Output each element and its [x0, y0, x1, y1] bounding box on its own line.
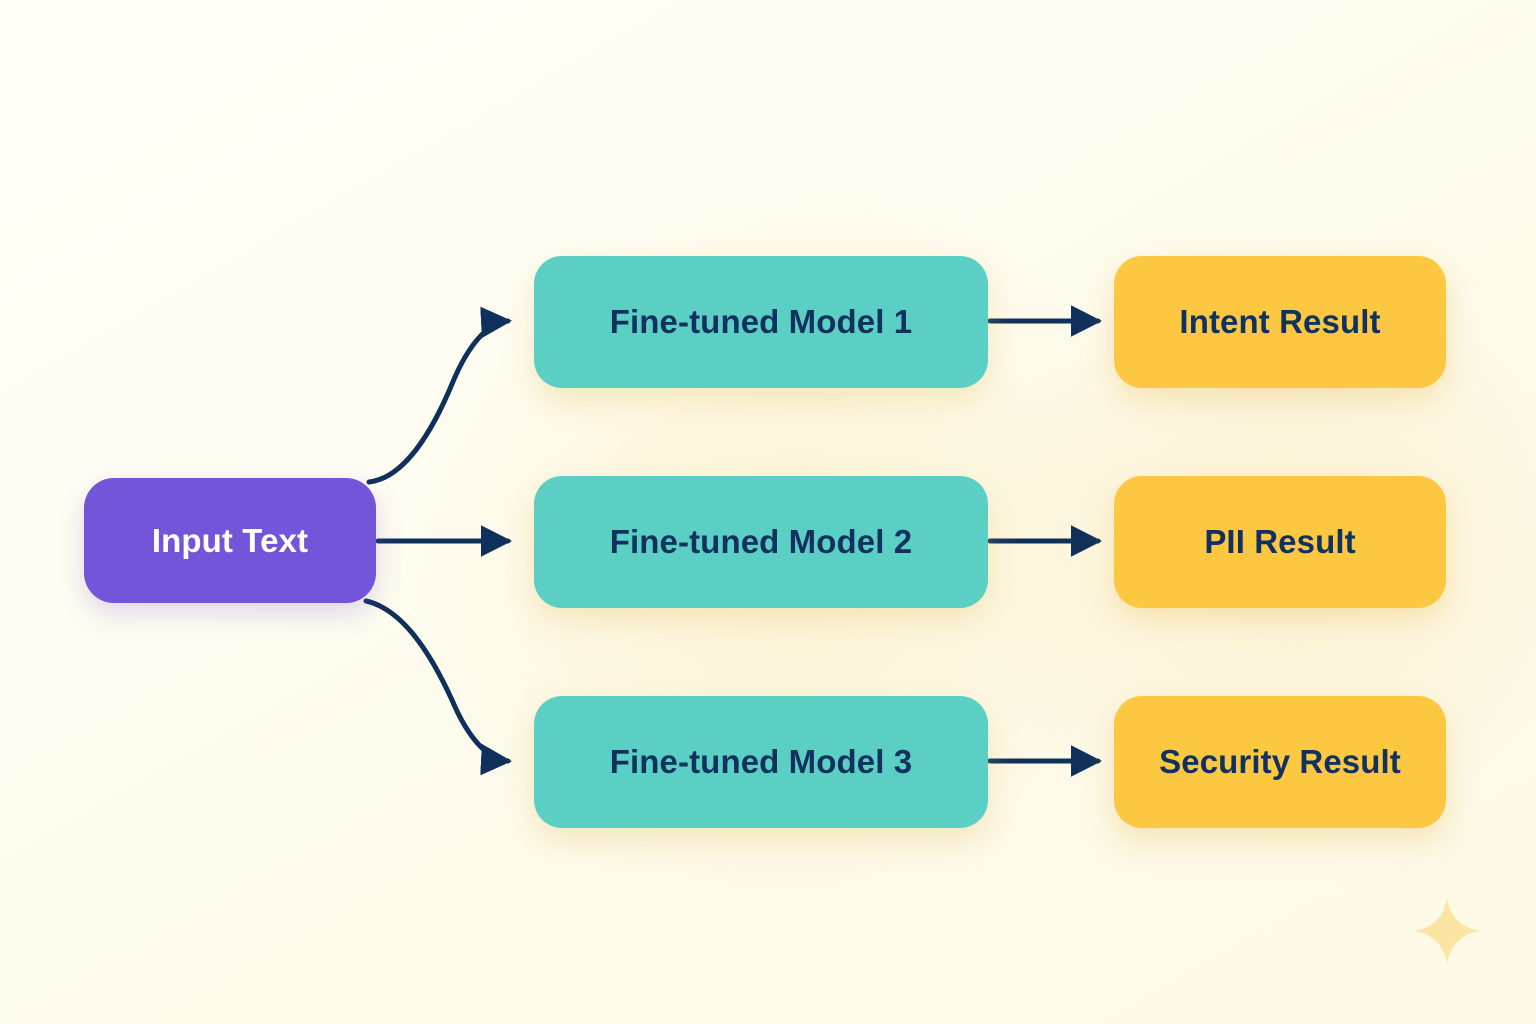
node-fine-tuned-model-3[interactable]: Fine-tuned Model 3 — [534, 696, 988, 828]
node-fine-tuned-model-2-label: Fine-tuned Model 2 — [609, 523, 913, 561]
node-fine-tuned-model-1[interactable]: Fine-tuned Model 1 — [534, 256, 988, 388]
node-intent-result-label: Intent Result — [1179, 303, 1381, 341]
edge-input-to-model-1 — [366, 306, 512, 485]
node-fine-tuned-model-3-label: Fine-tuned Model 3 — [609, 743, 913, 781]
node-intent-result[interactable]: Intent Result — [1114, 256, 1446, 388]
node-input-text[interactable]: Input Text — [84, 478, 376, 603]
node-fine-tuned-model-1-label: Fine-tuned Model 1 — [609, 303, 913, 341]
node-fine-tuned-model-2[interactable]: Fine-tuned Model 2 — [534, 476, 988, 608]
node-security-result[interactable]: Security Result — [1114, 696, 1446, 828]
node-input-text-label: Input Text — [151, 521, 309, 559]
sparkle-icon — [1414, 898, 1480, 964]
node-pii-result[interactable]: PII Result — [1114, 476, 1446, 608]
node-security-result-label: Security Result — [1159, 743, 1401, 781]
edge-input-to-model-3 — [363, 598, 512, 776]
node-pii-result-label: PII Result — [1204, 523, 1356, 561]
